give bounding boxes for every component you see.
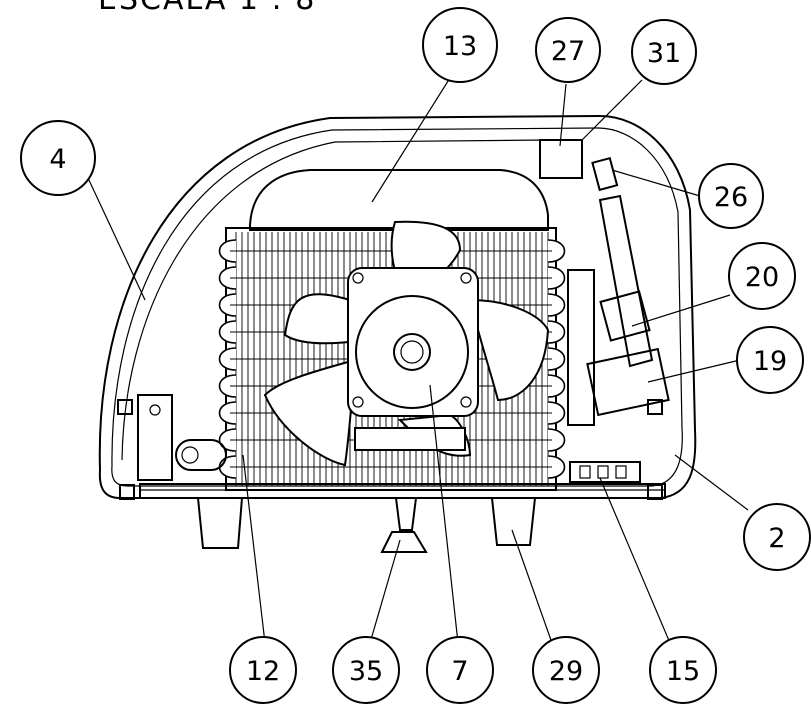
callout-20: 20 bbox=[728, 242, 796, 310]
callout-12: 12 bbox=[229, 636, 297, 704]
svg-text:7: 7 bbox=[451, 656, 468, 687]
feet bbox=[197, 497, 536, 553]
right-components bbox=[539, 139, 670, 483]
scale-title: ESCALA 1 : 8 bbox=[98, 0, 316, 17]
svg-text:4: 4 bbox=[49, 144, 66, 175]
svg-text:26: 26 bbox=[714, 182, 748, 213]
fan-motor bbox=[347, 267, 479, 451]
svg-text:27: 27 bbox=[551, 36, 585, 67]
callout-35: 35 bbox=[332, 636, 400, 704]
svg-text:12: 12 bbox=[246, 656, 280, 687]
fan-blades bbox=[263, 220, 550, 467]
leader-lines bbox=[87, 69, 749, 644]
callout-31: 31 bbox=[631, 19, 697, 85]
callout-13: 13 bbox=[422, 7, 498, 83]
callout-2: 2 bbox=[743, 503, 811, 571]
callout-29: 29 bbox=[532, 636, 600, 704]
callout-26: 26 bbox=[698, 163, 764, 229]
callout-4: 4 bbox=[20, 120, 96, 196]
svg-text:31: 31 bbox=[647, 38, 681, 69]
svg-text:29: 29 bbox=[549, 656, 583, 687]
svg-text:35: 35 bbox=[349, 656, 383, 687]
callout-7: 7 bbox=[426, 636, 494, 704]
svg-text:20: 20 bbox=[745, 262, 779, 293]
callout-15: 15 bbox=[649, 636, 717, 704]
callout-19: 19 bbox=[736, 326, 804, 394]
svg-text:2: 2 bbox=[768, 523, 785, 554]
svg-text:15: 15 bbox=[666, 656, 700, 687]
corner-clips bbox=[117, 399, 663, 500]
left-bracket bbox=[137, 394, 227, 481]
callout-27: 27 bbox=[535, 17, 601, 83]
svg-text:13: 13 bbox=[443, 31, 477, 62]
svg-text:19: 19 bbox=[753, 346, 787, 377]
rear-cover bbox=[249, 169, 549, 231]
